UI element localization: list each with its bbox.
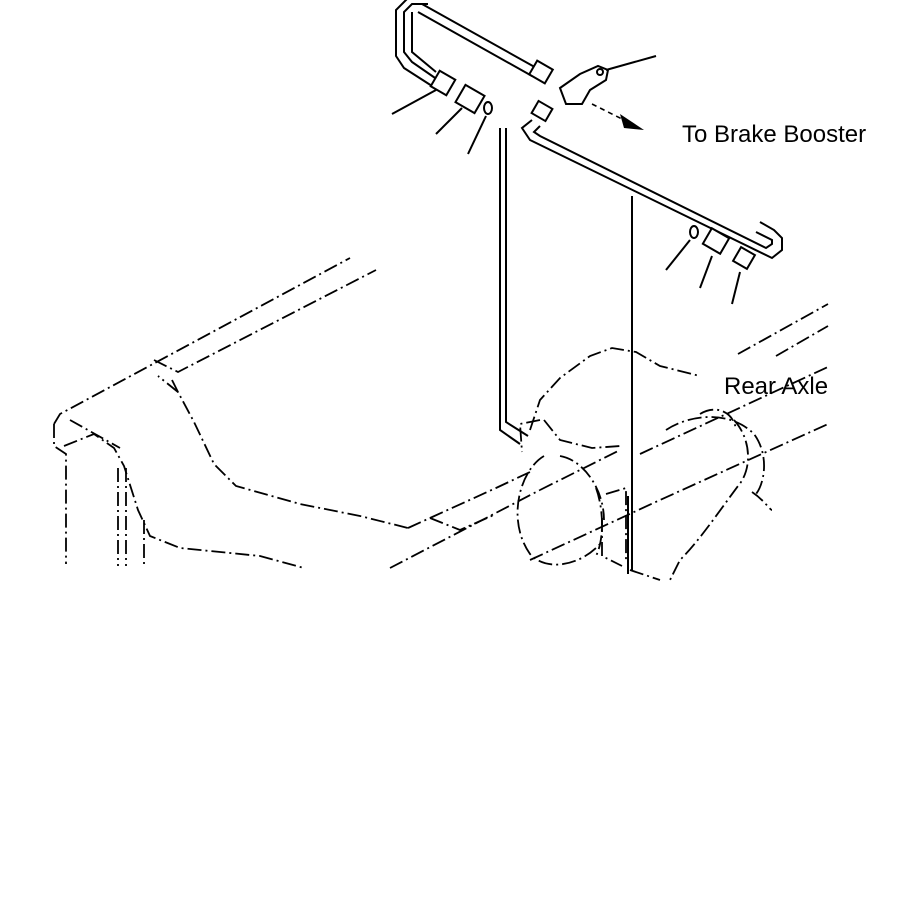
right-leader-2 xyxy=(699,255,713,289)
brake-tube xyxy=(395,0,783,260)
reference-lines xyxy=(499,128,633,574)
left-tube-nut xyxy=(429,69,457,97)
frame-phantom xyxy=(53,257,831,569)
tee-nut-upper xyxy=(527,59,555,85)
left-fitting-group xyxy=(391,69,493,155)
left-connector xyxy=(454,83,486,115)
label-brake-booster: To Brake Booster xyxy=(682,121,866,148)
left-o-ring xyxy=(483,101,493,115)
left-leader-1 xyxy=(391,89,437,115)
right-o-ring xyxy=(689,225,699,239)
right-tube-nut xyxy=(731,245,757,271)
tee-bracket-hole xyxy=(596,68,604,76)
right-leader-1 xyxy=(665,239,691,271)
rear-axle-phantom xyxy=(516,347,773,581)
right-leader-3 xyxy=(731,271,741,305)
tee-bracket-group xyxy=(527,55,657,130)
right-fitting-group xyxy=(665,225,757,305)
tee-nut-lower xyxy=(530,99,554,123)
tee-leader xyxy=(605,55,657,71)
booster-arrow-head xyxy=(620,114,644,130)
right-connector xyxy=(701,226,731,256)
left-leader-3 xyxy=(467,115,487,155)
label-rear-axle: Rear Axle xyxy=(724,373,828,400)
left-leader-2 xyxy=(435,107,463,135)
tee-bracket xyxy=(558,64,610,105)
